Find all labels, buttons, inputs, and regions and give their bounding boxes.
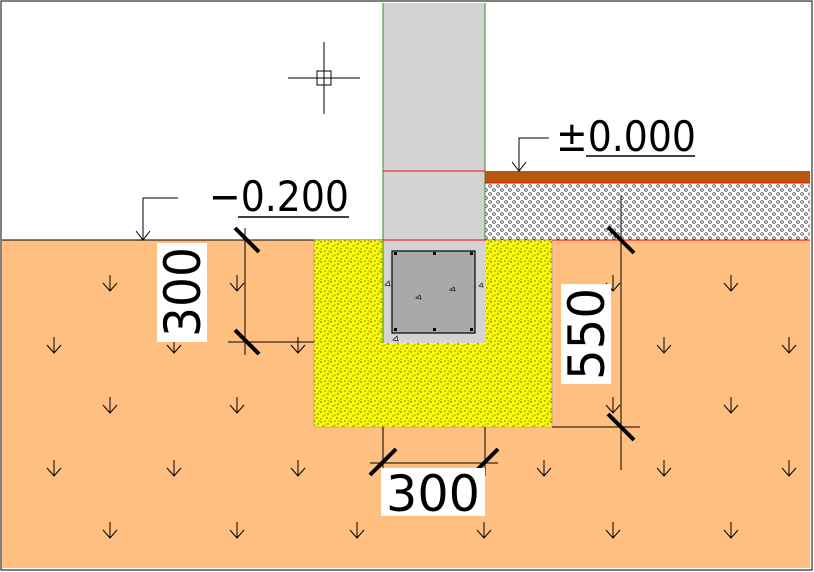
- upper-depth-tick-bottom: [233, 328, 261, 356]
- crosshair-cursor-icon[interactable]: [288, 42, 360, 114]
- wall-width-tick-left: [368, 447, 398, 477]
- floor-finish-layer: [485, 171, 810, 183]
- soil-hatch-arrow-icon: [723, 275, 739, 292]
- soil-hatch-arrow-icon: [229, 275, 245, 292]
- floor-level-marker: ±0.000: [511, 112, 696, 172]
- gravel-layer: [485, 183, 810, 240]
- ground-level-leader: [142, 197, 178, 240]
- soil-hatch-arrow-icon: [46, 337, 62, 354]
- footing-depth-tick-bottom: [606, 412, 636, 442]
- upper-depth-label-box: [157, 243, 207, 342]
- wall-width-label: 300: [386, 465, 480, 523]
- soil-hatch-arrow-icon: [781, 337, 797, 354]
- soil-hatch-arrow-icon: [656, 337, 672, 354]
- ground-level-arrowhead: [135, 230, 151, 241]
- ground-level-label: −0.200: [209, 172, 349, 221]
- wall-width-dimension: 300: [368, 427, 500, 523]
- upper-depth-label: 300: [154, 247, 212, 337]
- footing-aggregate-marks: [384, 280, 484, 342]
- soil-hatch-arrow-icon: [102, 275, 118, 292]
- rebar-dots: [394, 252, 473, 331]
- soil-hatch-arrow-icon: [536, 460, 552, 477]
- soil-hatch-arrow-icon: [349, 522, 365, 539]
- upper-depth-dimension: 300: [154, 226, 314, 356]
- soil-hatch-arrow-icon: [229, 522, 245, 539]
- floor-level-leader: [518, 137, 549, 171]
- soil-hatch-arrow-icon: [723, 397, 739, 414]
- soil-hatch-arrow-icon: [290, 337, 306, 354]
- footing-depth-label: 550: [558, 288, 616, 380]
- soil-hatch-arrow-icon: [166, 460, 182, 477]
- soil-hatch-arrow-icon: [723, 522, 739, 539]
- soil-hatch-arrow-icon: [229, 397, 245, 414]
- soil-hatch-arrow-icon: [656, 460, 672, 477]
- footing-depth-tick-top: [606, 225, 636, 255]
- soil-hatch-arrow-icon: [46, 460, 62, 477]
- ground-level-marker: −0.200: [135, 172, 349, 241]
- soil-hatch-arrow-icon: [605, 397, 621, 414]
- wall-width-label-box: [381, 468, 485, 516]
- soil-hatch-arrow-icon: [102, 397, 118, 414]
- soil-hatch-arrow-icon: [605, 522, 621, 539]
- footing-depth-label-box: [561, 284, 611, 384]
- upper-depth-tick-top: [233, 226, 261, 254]
- footing-depth-dimension: 550: [552, 195, 640, 470]
- soil-hatch-arrow-icon: [476, 522, 492, 539]
- soil-hatch-arrow-icon: [102, 522, 118, 539]
- floor-level-label: ±0.000: [556, 112, 696, 161]
- soil-hatch-arrow-icon: [781, 460, 797, 477]
- floor-level-arrowhead: [511, 161, 527, 172]
- soil-hatch-arrow-icon: [290, 460, 306, 477]
- footing-concrete: [391, 250, 476, 334]
